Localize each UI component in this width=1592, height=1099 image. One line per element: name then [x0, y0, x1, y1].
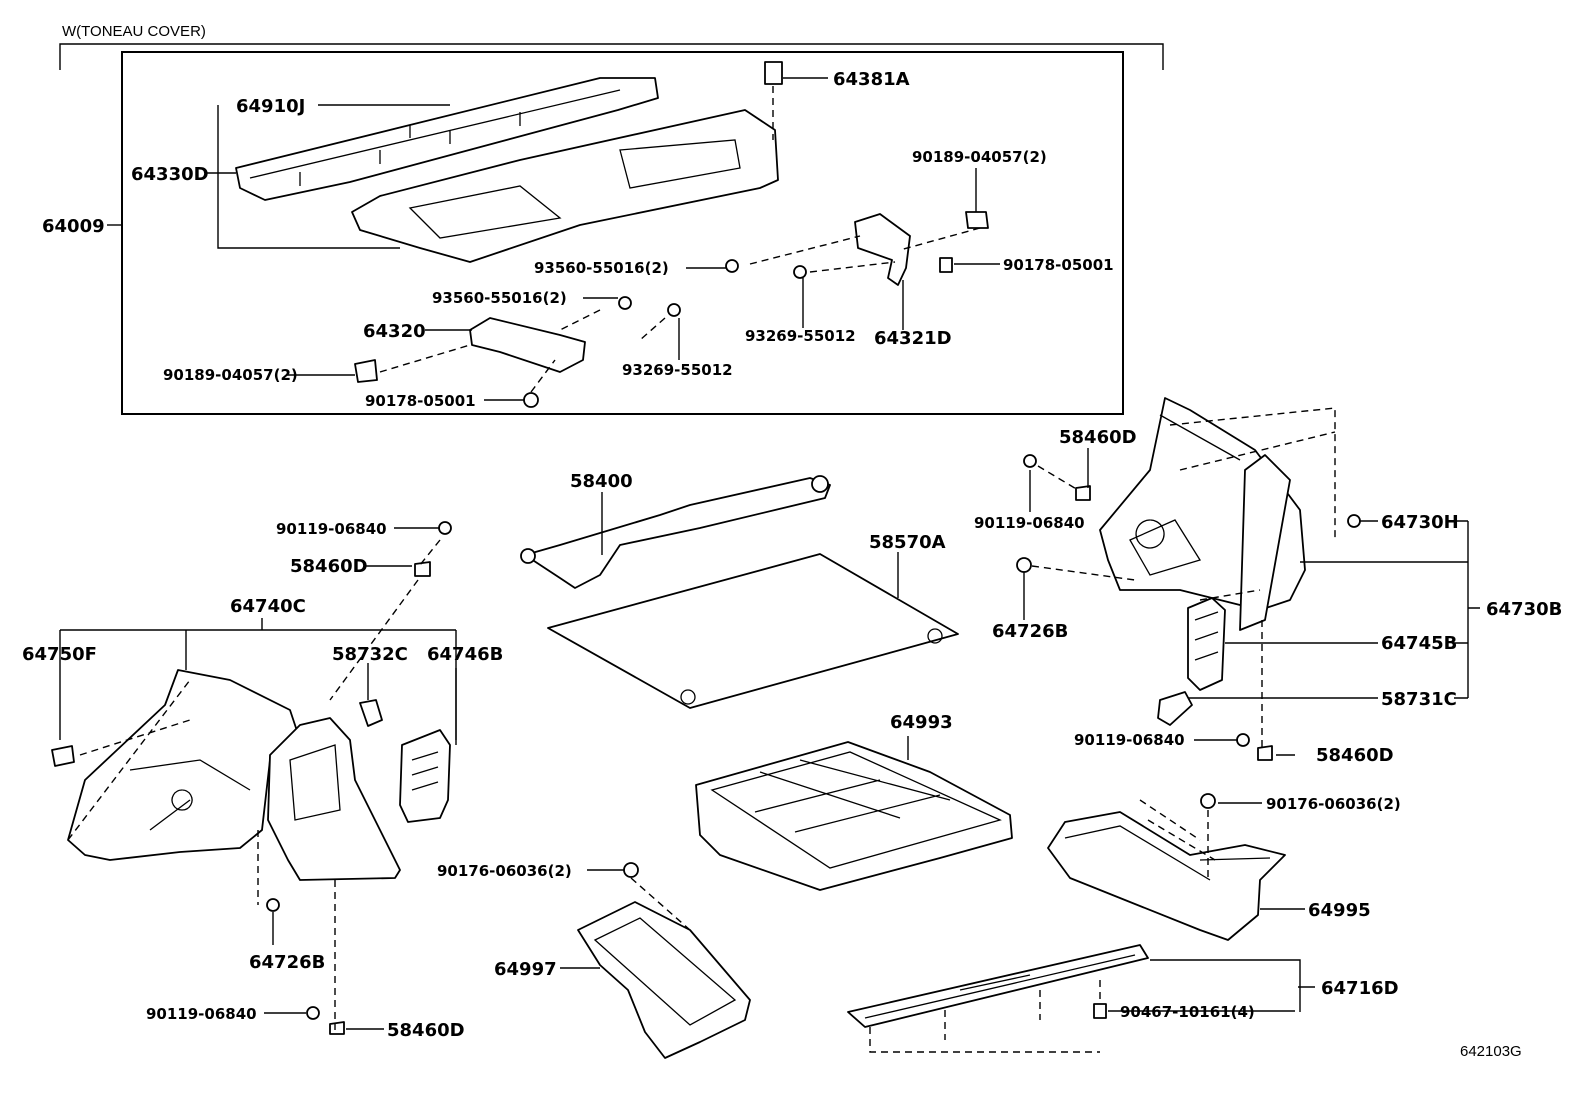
callout-64320: 64320: [363, 321, 426, 342]
callout-64997: 64997: [494, 959, 557, 980]
callout-90178-05001-low: 90178-05001: [365, 392, 476, 410]
retainer-90189: [965, 211, 989, 229]
clip-64750F: [51, 745, 75, 767]
callout-64716D: 64716D: [1321, 978, 1399, 999]
tonneau-frame: [121, 51, 1124, 415]
callout-90119-06840-l2: 90119-06840: [146, 1005, 257, 1023]
callout-93269-55012-b: 93269-55012: [622, 361, 733, 379]
screw-93269: [793, 265, 807, 279]
callout-58731C: 58731C: [1381, 689, 1457, 710]
callout-64730H: 64730H: [1381, 512, 1459, 533]
right-dashes: [1169, 407, 1336, 601]
figure-id: 642103G: [1460, 1043, 1522, 1060]
nut-90178-b: [523, 392, 539, 408]
callout-93269-55012-a: 93269-55012: [745, 327, 856, 345]
callout-64740C: 64740C: [230, 596, 306, 617]
left-dashes: [67, 539, 441, 1030]
callout-90178-05001-top: 90178-05001: [1003, 256, 1114, 274]
screw-93269-b: [667, 303, 681, 317]
callout-64726B-r: 64726B: [992, 621, 1068, 642]
screw-93560: [725, 259, 739, 273]
callout-90176-06036-c: 90176-06036(2): [437, 862, 572, 880]
strap-58400: [520, 475, 831, 589]
callout-90176-06036-r: 90176-06036(2): [1266, 795, 1401, 813]
callout-93560-55016-a: 93560-55016(2): [534, 259, 669, 277]
callout-58460D-r1: 58460D: [1059, 427, 1137, 448]
leader-lines: [59, 77, 1480, 1030]
box-64993: [695, 741, 1013, 891]
bolt-90119-r1: [1023, 454, 1037, 468]
nut-58460D-l2: [329, 1021, 345, 1035]
callout-90119-06840-r1: 90119-06840: [974, 514, 1085, 532]
callout-64009: 64009: [42, 216, 105, 237]
callout-58460D-l1: 58460D: [290, 556, 368, 577]
nut-58460D-r1: [1075, 485, 1091, 501]
callout-58460D-r2: 58460D: [1316, 745, 1394, 766]
scuff-plate-64716D: [847, 944, 1149, 1028]
bracket-64320: [469, 317, 586, 373]
trim-64730H: [1239, 454, 1291, 631]
callout-58732C: 58732C: [332, 644, 408, 665]
callout-93560-55016-b: 93560-55016(2): [432, 289, 567, 307]
callout-64993: 64993: [890, 712, 953, 733]
callout-90119-06840-r2: 90119-06840: [1074, 731, 1185, 749]
center-dashes: [630, 877, 691, 931]
nut-90178: [939, 257, 953, 273]
callout-90189-04057-top: 90189-04057(2): [912, 148, 1047, 166]
callout-64321D: 64321D: [874, 328, 952, 349]
bolt-90119-r2: [1236, 733, 1250, 747]
board-58570A: [547, 553, 959, 709]
box-dashes: [1139, 799, 1216, 880]
box-64995: [1047, 811, 1286, 941]
scuff-dashes: [869, 980, 1101, 1053]
callout-58400: 58400: [570, 471, 633, 492]
callout-58570A: 58570A: [869, 532, 946, 553]
top-dashes: [379, 227, 981, 393]
callout-64750F: 64750F: [22, 644, 97, 665]
clip-64726B-l: [266, 898, 280, 912]
bolt-90119-l2: [306, 1006, 320, 1020]
callout-90189-04057-low: 90189-04057(2): [163, 366, 298, 384]
callout-64730B: 64730B: [1486, 599, 1562, 620]
callout-64995: 64995: [1308, 900, 1371, 921]
retainer-90189-b: [354, 359, 378, 383]
clip-64730H-fastener: [1347, 514, 1361, 528]
bracket-64321D: [854, 213, 911, 286]
quarter-trim-left-part: [67, 669, 301, 861]
cover-64745B: [1187, 597, 1226, 691]
callout-64330D: 64330D: [131, 164, 209, 185]
group-bracket: [59, 43, 1164, 70]
cover-64746B: [399, 729, 451, 823]
callout-90119-06840-l1: 90119-06840: [276, 520, 387, 538]
bolt-90176-c: [623, 862, 639, 878]
right-dashes-2: [1031, 465, 1263, 748]
clip-64726B-r: [1016, 557, 1032, 573]
callout-58460D-l2: 58460D: [387, 1020, 465, 1041]
screw-93560-b: [618, 296, 632, 310]
callout-90467-10161: 90467-10161(4): [1120, 1003, 1255, 1021]
callout-64910J: 64910J: [236, 96, 305, 117]
nut-58460D-r2: [1257, 745, 1273, 761]
clip-64381A: [764, 61, 783, 85]
bolt-90176-r: [1200, 793, 1216, 809]
bolt-90119-l1: [438, 521, 452, 535]
nut-58460D-l1: [414, 561, 431, 577]
package-tray-trim-part: [235, 77, 659, 201]
callout-64745B: 64745B: [1381, 633, 1457, 654]
quarter-trim-inner-part: [267, 717, 401, 881]
callout-64381A: 64381A: [833, 69, 910, 90]
clip-90467: [1093, 1003, 1107, 1019]
callout-64726B-l: 64726B: [249, 952, 325, 973]
clip-58731C: [1157, 691, 1193, 726]
box-64997: [577, 901, 751, 1059]
clip-58732C: [359, 699, 383, 727]
tonneau-cover-part: [351, 109, 779, 263]
callout-64746B: 64746B: [427, 644, 503, 665]
group-title: W(TONEAU COVER): [62, 23, 206, 40]
